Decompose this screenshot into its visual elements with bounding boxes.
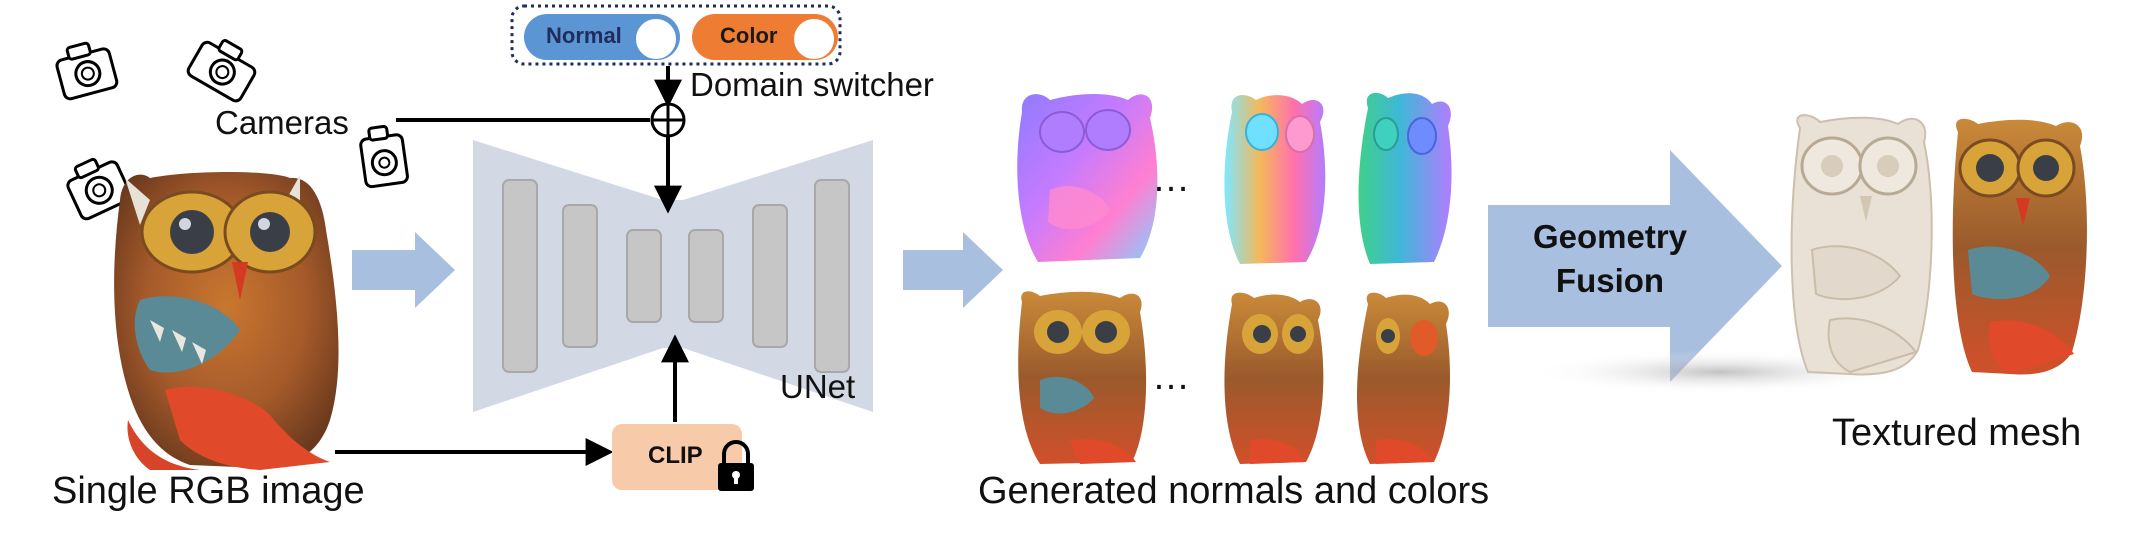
- generated-color-owl: [1018, 291, 1147, 464]
- unet-block: [688, 229, 724, 323]
- normal-toggle[interactable]: Normal: [524, 14, 680, 60]
- flow-arrow: [352, 232, 455, 308]
- textured-mesh-color: [1952, 118, 2087, 375]
- camera-icon: [66, 157, 133, 221]
- generated-color-owl: [1357, 292, 1450, 464]
- generated-normals-colors-label: Generated normals and colors: [978, 470, 1490, 512]
- generated-normal-owl: [1358, 92, 1452, 264]
- camera-icon: [359, 124, 409, 189]
- ellipsis-normals: …: [1152, 158, 1190, 200]
- cameras-label: Cameras: [215, 104, 349, 141]
- lock-icon: [718, 440, 754, 491]
- toggle-knob: [794, 19, 834, 59]
- domain-switcher-label: Domain switcher: [690, 66, 934, 103]
- geometry-fusion-line1: Geometry: [1532, 218, 1688, 255]
- normal-toggle-label: Normal: [546, 23, 622, 48]
- unet-label: UNet: [780, 368, 856, 405]
- ellipsis-colors: …: [1152, 356, 1190, 398]
- unet-block: [562, 204, 598, 348]
- camera-icon: [186, 39, 257, 103]
- unet-block: [502, 179, 538, 373]
- unet-block: [752, 204, 788, 348]
- unet-block: [814, 179, 850, 373]
- unet-block: [626, 229, 662, 323]
- clip-label: CLIP: [648, 442, 703, 469]
- flow-arrow: [903, 232, 1003, 308]
- single-rgb-image-label: Single RGB image: [52, 470, 365, 512]
- input-owl-image: [114, 172, 339, 470]
- color-toggle[interactable]: Color: [692, 14, 838, 60]
- generated-normal-owl: [1017, 94, 1158, 262]
- camera-icon: [55, 41, 119, 101]
- geometry-fusion-line2: Fusion: [1555, 262, 1665, 299]
- toggle-knob: [636, 19, 676, 59]
- geometry-fusion-arrow: [1488, 150, 1782, 382]
- color-toggle-label: Color: [720, 23, 778, 48]
- generated-color-owl: [1224, 292, 1324, 464]
- textured-mesh-label: Textured mesh: [1832, 412, 2082, 454]
- generated-normal-owl: [1224, 95, 1326, 264]
- clip-box: [612, 424, 742, 490]
- textured-mesh-white: [1530, 114, 1933, 394]
- circled-plus-icon: [650, 102, 686, 138]
